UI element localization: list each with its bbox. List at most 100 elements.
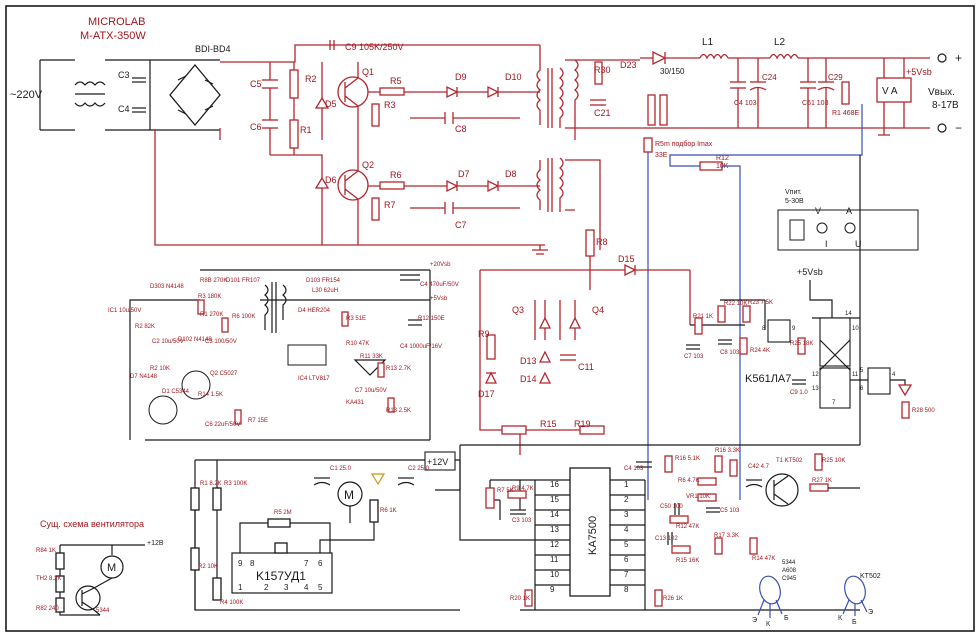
pwm-label-3: C3 103	[512, 518, 532, 524]
fan-old-v12: +12В	[147, 540, 164, 547]
sb-label-27: C7 10u/50V	[355, 388, 387, 394]
pwm-label-14: C42 4.7	[748, 464, 770, 470]
pwm-label-7: C50 100	[660, 504, 683, 510]
diode-rating-label: 30/150	[660, 67, 685, 76]
fan-pin-6: 3	[284, 583, 289, 592]
fan-motor-icon: M	[344, 488, 354, 502]
panel-title-label: Vпит.	[785, 189, 802, 196]
logic-pin-4: 12	[812, 372, 819, 378]
c7-label: C7	[455, 220, 467, 230]
pin-9-label: 9	[550, 585, 555, 594]
pin-2-label: 2	[624, 495, 629, 504]
r9-label: R9	[478, 329, 490, 339]
q4-label: Q4	[592, 305, 604, 315]
sb-label-24: R11 33K	[360, 354, 383, 360]
c11-label: C11	[578, 362, 594, 372]
brand-label: MICROLAB	[88, 16, 145, 28]
sb-label-8: R2 82K	[135, 324, 155, 330]
fan-pin-5: 2	[264, 583, 269, 592]
logic-label-4: C8 103	[720, 350, 740, 356]
sb-label-30: R13 2.7K	[386, 366, 411, 372]
pwm-label-1: R7 5K	[497, 488, 514, 494]
sb-label-9: C2 10u/50V	[152, 339, 184, 345]
sb-label-12: Q2 C5027	[210, 371, 238, 377]
q2-label: Q2	[362, 160, 374, 170]
logic-pin-7: 5	[860, 368, 864, 374]
logic-pin-6: 11	[852, 372, 859, 378]
pwm-label-6: VR1 10K	[686, 494, 710, 500]
sb-label-18: D103 FR154	[306, 278, 341, 284]
fan-pin-2: 7	[304, 559, 309, 568]
plus-terminal-label: +	[955, 51, 962, 65]
sb-label-22: R3 51E	[346, 316, 366, 322]
d8-label: D8	[505, 169, 517, 179]
pwm-label-10: R16 3.3K	[715, 448, 740, 454]
pin-5-label: 5	[624, 540, 629, 549]
pwm-label-18: T1 KT502	[776, 458, 803, 464]
r6-label: R6	[390, 170, 402, 180]
sb-label-21: C4 470uF/50V	[420, 282, 459, 288]
sb-label-10: D102 N4148	[178, 337, 212, 343]
pin-15-label: 15	[550, 495, 559, 504]
pinout-right-pin-2: Э	[868, 609, 873, 616]
c5-label: C5	[250, 79, 262, 89]
panel-v-label: V	[815, 206, 821, 216]
sb-label-5: R6 100K	[232, 314, 255, 320]
c24-label: C24	[762, 73, 777, 82]
logic-section: +5Vsb K561ЛА7 R21 1K R22 10K R23 7.5K C7…	[684, 267, 935, 419]
pwm-section: KA7500 16 15 14 13 12 11 10 9 1 2 3 4 5 …	[459, 155, 861, 611]
pinout-left-pin-2: Б	[784, 615, 789, 622]
fan-label-3: R5 2M	[274, 510, 292, 516]
pwm-label-20: R27 1K	[812, 478, 832, 484]
vsb-out-label: +5Vsb	[906, 67, 932, 77]
pwm-label-5: R6 4.7K	[678, 478, 700, 484]
logic-pin-9: 4	[892, 372, 896, 378]
l1-label: L1	[702, 37, 714, 48]
bridge-label: BDI-BD4	[195, 44, 231, 54]
fan-pin-1: 8	[250, 559, 255, 568]
sb-label-28: C4 1000uF/16V	[400, 344, 442, 350]
panel-a-label: A	[846, 206, 852, 216]
d5-label: D5	[325, 99, 337, 109]
fan-label-5: R6 1K	[380, 508, 397, 514]
logic-label-0: R21 1K	[693, 314, 713, 320]
pinout-section: 5344 A608 C945 Э К Б KT502 К Б Э	[752, 560, 881, 628]
logic-ic-label: K561ЛА7	[745, 373, 791, 385]
pwm-label-2: R9 4.7K	[512, 486, 534, 492]
pwm-label-9: C5 103	[720, 508, 740, 514]
d9-label: D9	[455, 72, 467, 82]
c3-label: C3	[118, 70, 130, 80]
pinout-left-name-0: 5344	[782, 560, 796, 566]
primary-stage: C9 105K/250V C5 C6 R2 R1 D5 D6 Q1 Q2 R5 …	[154, 40, 545, 246]
fan-controller: +12V K157УД1 9 8 7 6 1 2 3 4 5 M R1 8.2K…	[190, 451, 461, 611]
sb-label-14: D1 C5344	[162, 389, 190, 395]
sense-r-val-label: 33E	[655, 152, 668, 159]
c21-label: C21	[594, 108, 611, 118]
sb-label-1: R8B 270K	[200, 278, 227, 284]
fan-label-6: R2 10K	[198, 564, 218, 570]
pinout-left-pin-1: К	[766, 621, 771, 628]
r2-label: R2	[305, 74, 317, 84]
logic-label-3: C7 103	[684, 354, 704, 360]
fan-old: Сущ. схема вентилятора +12В M R84 1K TH2…	[36, 519, 164, 616]
d7-label: D7	[458, 169, 470, 179]
c4-label: C4	[118, 104, 130, 114]
sb-label-23: R10 47K	[346, 341, 369, 347]
r-load-label: R1 468E	[832, 110, 860, 117]
d15-label: D15	[618, 254, 635, 264]
pinout-right-pin-0: К	[838, 615, 843, 622]
pin-4-label: 4	[624, 525, 629, 534]
fan-label-2: C1 25.0	[330, 466, 352, 472]
fan-old-label-0: R84 1K	[36, 548, 56, 554]
r3-label: R3	[384, 100, 396, 110]
d14-label: D14	[520, 374, 537, 384]
fan-old-motor-icon: M	[107, 562, 116, 574]
standby-stage: +20Vsb +5Vsb D303 N4148 R8B 270K D101 FR…	[108, 262, 459, 441]
fan-label-4: C2 25.0	[408, 466, 430, 472]
d10-label: D10	[505, 72, 522, 82]
fan-pin-3: 6	[318, 559, 323, 568]
sb-label-26: KA431	[346, 400, 365, 406]
q1-label: Q1	[362, 67, 374, 77]
